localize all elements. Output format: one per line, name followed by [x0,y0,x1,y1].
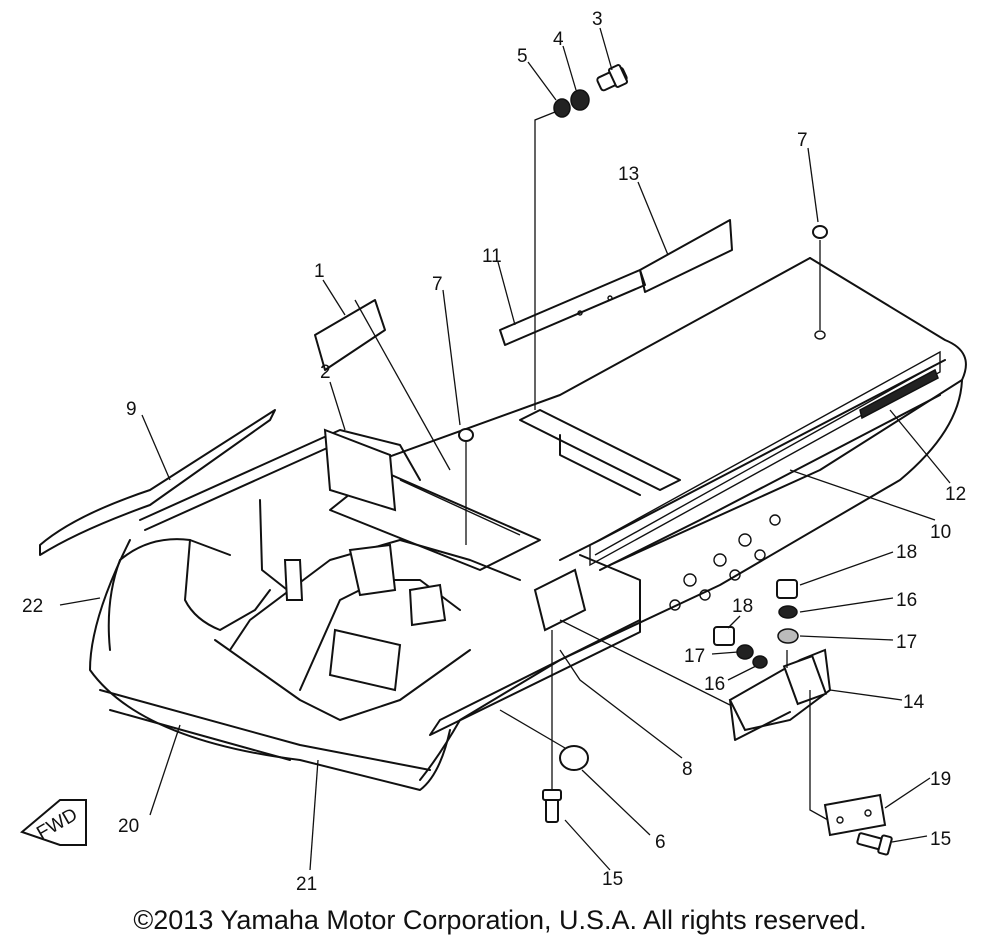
bolt-15-right [856,832,893,856]
callout-16-right: 16 [896,590,917,611]
washer-17-right [777,628,799,644]
decal-13 [639,219,733,293]
callout-17-right: 17 [896,632,917,653]
callout-15-right: 15 [930,829,951,850]
callout-18-right: 18 [896,542,917,563]
washer-16-right [778,605,798,619]
callout-4: 4 [553,29,564,50]
callout-3: 3 [592,9,603,30]
callout-11: 11 [482,246,502,267]
callout-7-rear: 7 [797,130,808,151]
nut-5 [553,98,571,118]
callout-14: 14 [903,692,925,713]
grommet-6 [559,745,589,771]
callout-22: 22 [22,596,43,617]
callout-5: 5 [517,46,528,67]
callout-21: 21 [296,874,317,895]
callout-20: 20 [118,816,139,837]
callout-12: 12 [945,484,966,505]
callout-9: 9 [126,399,137,420]
washer-4 [570,89,590,111]
callout-1: 1 [314,261,325,282]
fwd-arrow: FWD [20,799,87,846]
leader-lines [59,27,951,871]
callout-8: 8 [682,759,693,780]
bracket-14 [728,648,832,741]
rail-holes [669,514,781,611]
nut-18-right [776,579,798,599]
rivet-7-center [458,428,474,442]
rivet-7-rear [812,225,828,340]
callout-2: 2 [320,362,331,383]
decal-12 [859,368,939,420]
decal-11 [499,269,646,346]
callout-6: 6 [655,832,666,853]
copyright-notice: ©2013 Yamaha Motor Corporation, U.S.A. A… [133,905,867,935]
washer-16-left [752,655,768,669]
callout-18-left: 18 [732,596,753,617]
callout-16-left: 16 [704,674,725,695]
plate-19 [823,793,887,837]
parts-diagram: FWD [20,9,967,895]
nut-18-left [713,626,735,646]
callout-labels: 1 2 3 4 5 6 7 7 8 9 10 11 12 13 14 15 15… [22,9,966,895]
decal-1 [314,299,386,371]
callout-17-left: 17 [684,646,705,667]
callout-19: 19 [930,769,951,790]
washer-17-left [736,644,754,660]
callout-10: 10 [930,522,951,543]
callout-13: 13 [618,164,639,185]
bolt-3 [596,64,629,92]
frame-assembly: FWD [20,257,967,846]
bolt-15-lower [542,789,562,823]
decal-9 [39,409,276,556]
callout-15-lower: 15 [602,869,623,890]
callout-7-center: 7 [432,274,443,295]
